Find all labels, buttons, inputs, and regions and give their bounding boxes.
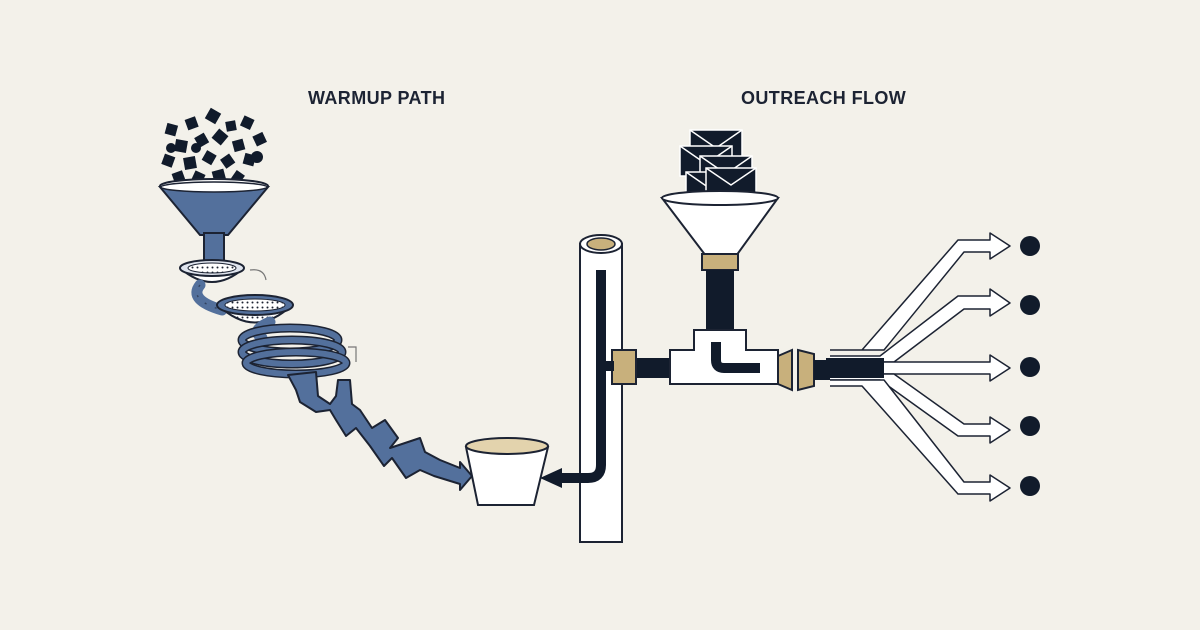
warmup-funnel [157,178,271,266]
outreach-funnel [659,190,780,332]
warmup-fine-sieve [216,294,294,344]
warmup-blocks [161,107,267,195]
output-dot [1020,295,1040,315]
collector-cup [464,437,550,506]
vertical-pipe [540,234,623,543]
output-dot [1020,236,1040,256]
warmup-path-title: WARMUP PATH [308,88,446,108]
warmup-coil [237,323,357,379]
warmup-sieve [179,259,267,316]
outreach-splitter [826,232,1011,502]
outreach-junction [600,329,830,392]
outreach-flow-title: OUTREACH FLOW [741,88,907,108]
output-dot [1020,476,1040,496]
warmup-zigzag-arrow [287,371,473,491]
output-dot [1020,416,1040,436]
output-dot [1020,357,1040,377]
output-dots [1020,236,1040,496]
